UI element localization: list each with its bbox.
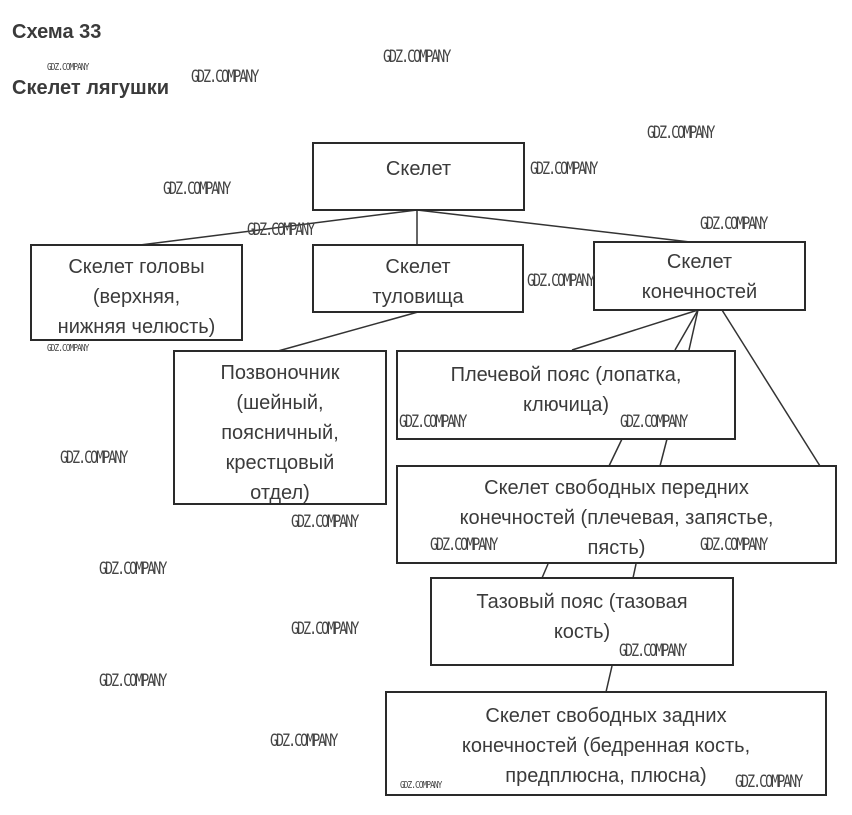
node-fore: Скелет свободных передних конечностей (п… [396, 465, 837, 564]
watermark: GDZ.COMPANY [247, 220, 315, 240]
watermark: GDZ.COMPANY [47, 343, 89, 354]
watermark: GDZ.COMPANY [735, 772, 803, 792]
watermark: GDZ.COMPANY [270, 731, 338, 751]
node-spine-line: Позвоночник [220, 362, 340, 384]
node-pelvic-line: Тазовый пояс (тазовая [476, 591, 688, 613]
edge-root-head [139, 209, 418, 246]
watermark: GDZ.COMPANY [99, 671, 167, 691]
watermark: GDZ.COMPANY [60, 448, 128, 468]
node-head-line: нижняя челюсть) [57, 316, 216, 338]
node-shoulder: Плечевой пояс (лопатка, ключица) [396, 350, 736, 440]
watermark: GDZ.COMPANY [291, 619, 359, 639]
edge-root-limbs [416, 209, 691, 243]
node-shoulder-line: ключица) [522, 394, 610, 416]
watermark: GDZ.COMPANY [527, 271, 595, 291]
watermark: GDZ.COMPANY [620, 412, 688, 432]
watermark: GDZ.COMPANY [619, 641, 687, 661]
node-spine-line: крестцовый [225, 452, 335, 474]
node-spine-line: поясничный, [221, 422, 339, 444]
watermark: GDZ.COMPANY [99, 559, 167, 579]
node-hind-line: конечностей (бедренная кость, [461, 735, 751, 757]
watermark: GDZ.COMPANY [291, 512, 359, 532]
node-spine: Позвоночник (шейный, поясничный, крестцо… [173, 350, 387, 505]
node-hind: Скелет свободных задних конечностей (бед… [385, 691, 827, 796]
node-trunk-line: туловища [372, 286, 464, 308]
watermark: GDZ.COMPANY [647, 123, 715, 143]
node-limbs-line: конечностей [641, 281, 758, 303]
edge-pelvic-hind [605, 665, 613, 693]
node-trunk: Скелет туловища [312, 244, 524, 313]
edge-shoulder-fore-a [608, 438, 623, 467]
watermark: GDZ.COMPANY [530, 159, 598, 179]
edge-fore-pelvic-b [632, 563, 637, 579]
node-limbs-line: Скелет [666, 251, 733, 273]
node-fore-line: пясть) [587, 537, 646, 559]
node-root: Скелет [312, 142, 525, 211]
node-pelvic-line: кость) [553, 621, 611, 643]
edge-trunk-spine [277, 311, 419, 352]
node-pelvic: Тазовый пояс (тазовая кость) [430, 577, 734, 666]
node-fore-line: Скелет свободных передних [484, 477, 749, 499]
node-head-line: Скелет головы [68, 256, 205, 278]
edge-limbs-fore-2 [688, 309, 699, 351]
node-limbs: Скелет конечностей [593, 241, 806, 311]
node-spine-line: отдел) [250, 482, 310, 504]
watermark: GDZ.COMPANY [191, 67, 259, 87]
node-spine-line: (шейный, [236, 392, 324, 414]
watermark: GDZ.COMPANY [399, 412, 467, 432]
edge-limbs-shoulder [571, 309, 699, 351]
edge-limbs-fore [674, 309, 699, 351]
watermark: GDZ.COMPANY [700, 214, 768, 234]
edge-fore-pelvic-a [541, 563, 549, 579]
node-shoulder-line: Плечевой пояс (лопатка, [450, 364, 682, 386]
watermark: GDZ.COMPANY [700, 535, 768, 555]
node-hind-line: Скелет свободных задних [485, 705, 727, 727]
node-head-line: (верхняя, [92, 286, 181, 308]
node-head: Скелет головы (верхняя, нижняя челюсть) [30, 244, 243, 341]
watermark: GDZ.COMPANY [47, 62, 89, 73]
node-trunk-line: Скелет [385, 256, 451, 278]
edge-shoulder-fore-b [659, 438, 668, 467]
edge-limbs-hind [721, 309, 821, 467]
watermark: GDZ.COMPANY [430, 535, 498, 555]
node-root-line: Скелет [385, 158, 452, 180]
watermark: GDZ.COMPANY [383, 47, 451, 67]
watermark: GDZ.COMPANY [163, 179, 231, 199]
scheme-label: Схема 33 [12, 21, 102, 43]
watermark: GDZ.COMPANY [400, 780, 442, 791]
diagram-title: Скелет лягушки [12, 77, 170, 99]
node-fore-line: конечностей (плечевая, запястье, [459, 507, 774, 529]
node-hind-line: предплюсна, плюсна) [505, 765, 707, 787]
